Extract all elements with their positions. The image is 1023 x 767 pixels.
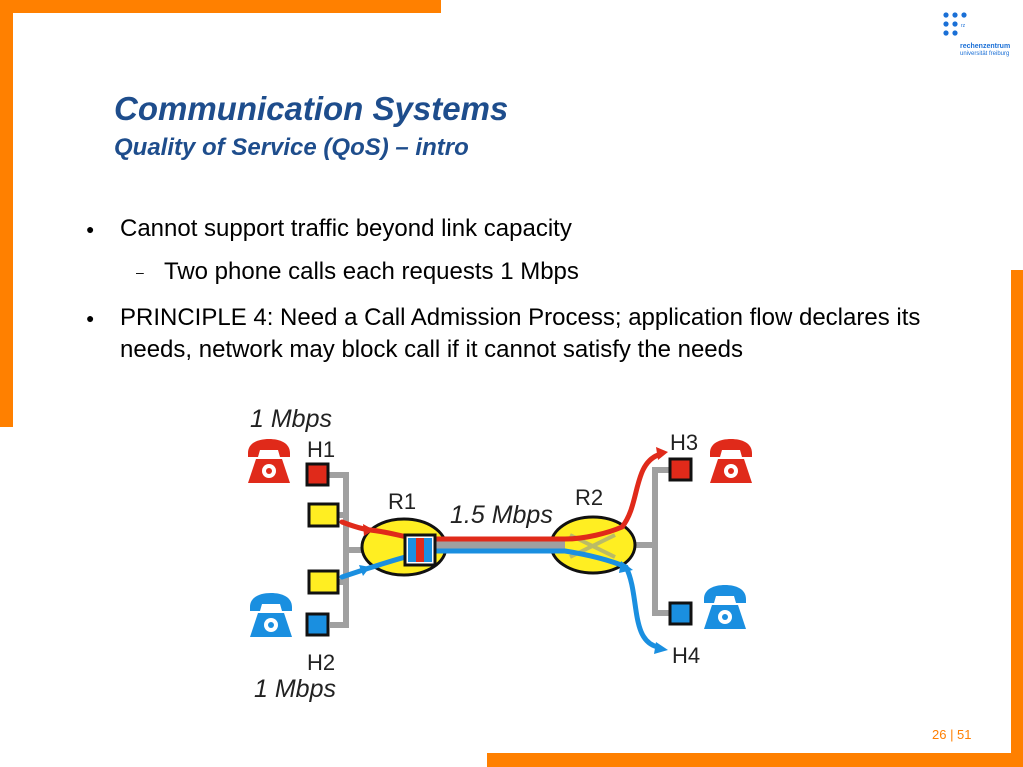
bullet-marker: ● <box>86 310 95 326</box>
host-h2-gateway <box>307 569 340 595</box>
phone-red-icon <box>710 439 752 483</box>
host-h2-box <box>305 612 330 637</box>
sub-bullet-marker: – <box>136 264 144 280</box>
host-h4-box <box>668 601 693 626</box>
label-r2: R2 <box>575 485 603 510</box>
bullet-text: Cannot support traffic beyond link capac… <box>120 215 572 242</box>
university-logo: rz rechenzentrum universität freiburg <box>938 12 1018 62</box>
phone-blue-icon <box>250 593 292 637</box>
blue-arrow-h4 <box>654 642 668 654</box>
label-h2: H2 <box>307 650 335 675</box>
host-h1-gateway <box>307 502 340 528</box>
network-diagram-svg: 1 Mbps H1 H2 1 Mbps R1 1.5 Mbps R2 H3 H4 <box>248 405 752 703</box>
bullet-marker: ● <box>86 221 95 237</box>
blue-arrow-r2 <box>619 561 633 573</box>
link-rate-label: 1.5 Mbps <box>450 501 553 529</box>
queue-packet-red <box>416 538 424 562</box>
red-arrow-h3 <box>656 447 668 460</box>
right-accent-bar <box>1011 270 1023 767</box>
logo-university: universität freiburg <box>960 51 1010 57</box>
logo-name: rechenzentrum <box>960 43 1011 50</box>
qos-network-diagram: 1 Mbps H1 H2 1 Mbps R1 1.5 Mbps R2 H3 H4 <box>230 395 790 710</box>
phone-red-icon <box>248 439 290 483</box>
host-h3-box <box>668 457 693 482</box>
host-h1-box <box>305 462 330 487</box>
bullet-text: PRINCIPLE 4: Need a Call Admission Proce… <box>120 304 921 363</box>
blue-arrow-r1 <box>359 565 370 576</box>
slide-subtitle: Quality of Service (QoS) – intro <box>114 134 469 161</box>
rate-label-top: 1 Mbps <box>250 405 332 433</box>
sub-bullet-text: Two phone calls each requests 1 Mbps <box>164 258 579 285</box>
logo-dots-icon: rz <box>943 12 967 36</box>
right-wiring <box>635 467 670 616</box>
logo-badge: rz <box>961 23 966 29</box>
queue-packet-blue <box>408 538 416 562</box>
left-accent-bar <box>0 0 13 427</box>
label-h4: H4 <box>672 643 700 668</box>
red-arrow-r1 <box>363 524 374 536</box>
page-number: 26 | 51 <box>932 727 972 742</box>
label-r1: R1 <box>388 489 416 514</box>
label-h3: H3 <box>670 430 698 455</box>
queue-packet-blue <box>424 538 432 562</box>
rate-label-bottom: 1 Mbps <box>254 675 336 703</box>
bottom-accent-bar <box>487 753 1023 767</box>
slide-title: Communication Systems <box>114 90 509 127</box>
phone-blue-icon <box>704 585 746 629</box>
top-accent-bar <box>0 0 441 13</box>
label-h1: H1 <box>307 437 335 462</box>
